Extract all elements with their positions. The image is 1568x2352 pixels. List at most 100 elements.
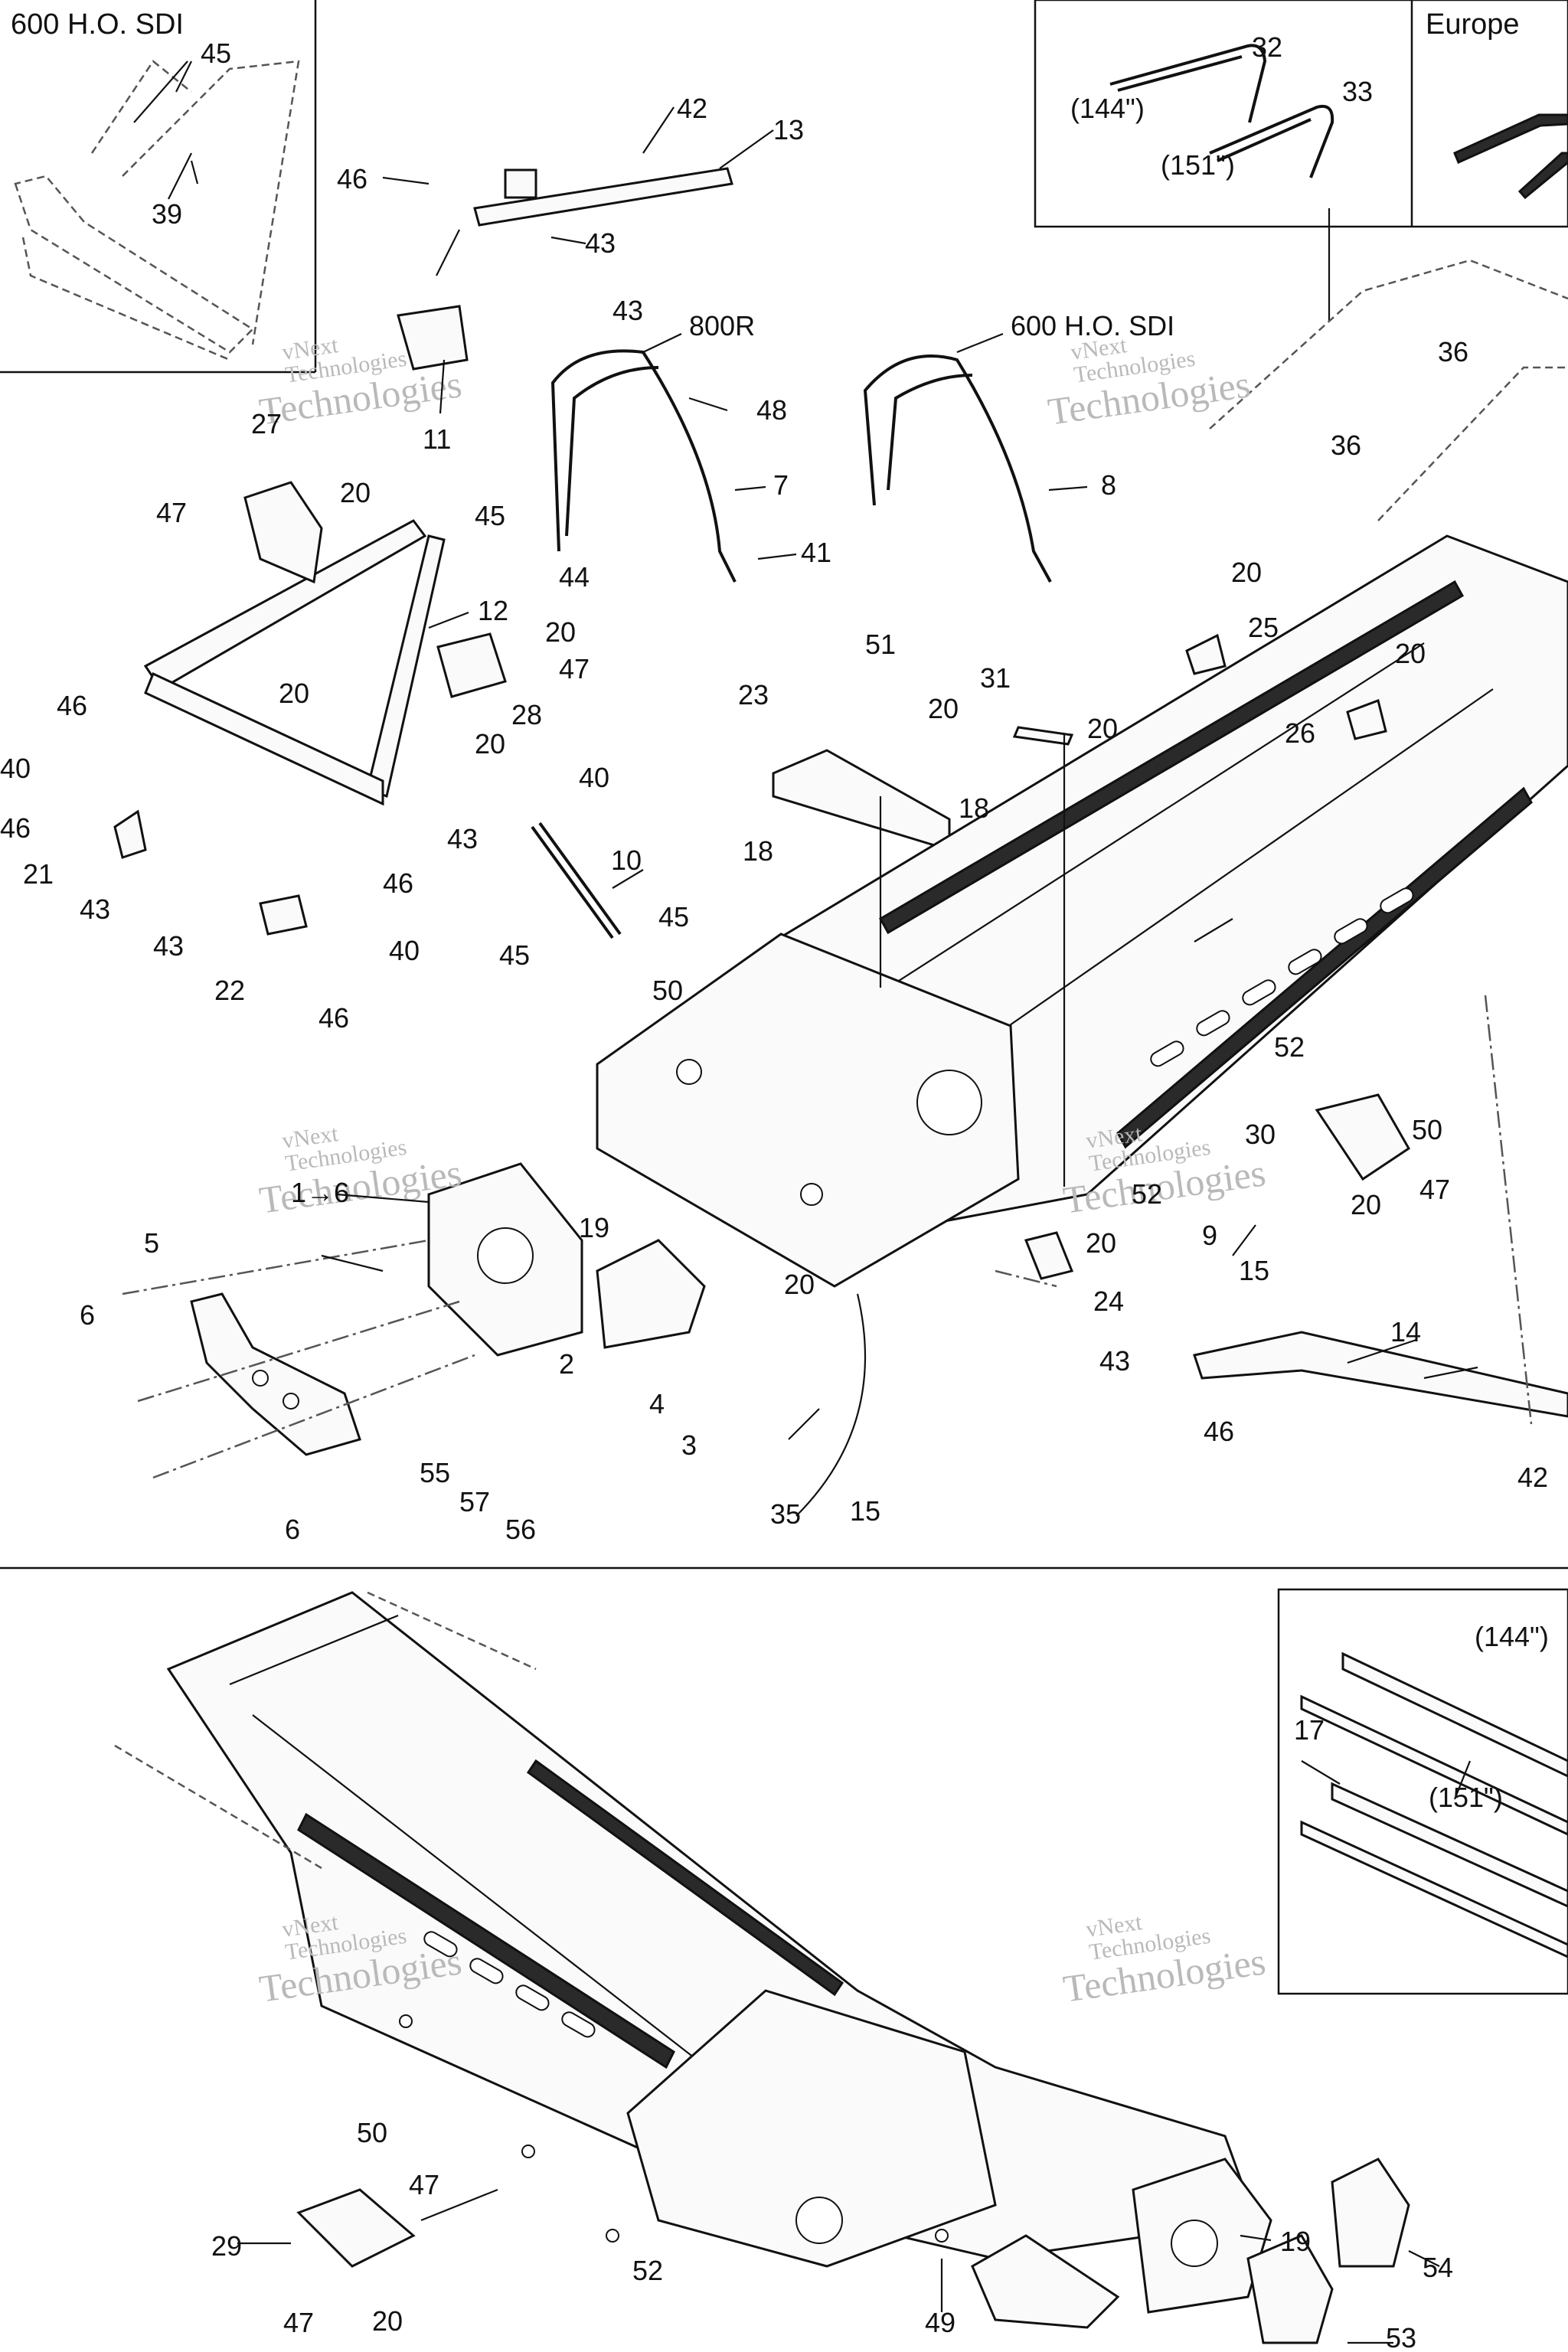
label-19: 19 (579, 1212, 609, 1243)
label-7: 7 (773, 469, 789, 501)
label-52c: 52 (632, 2255, 663, 2286)
label-43e: 43 (153, 930, 184, 962)
label-35: 35 (770, 1498, 801, 1530)
label-23: 23 (738, 679, 769, 710)
label-20d: 20 (475, 728, 505, 760)
label-20k: 20 (784, 1269, 815, 1300)
label-43c: 43 (80, 893, 110, 925)
label-600ho: 600 H.O. SDI (1011, 310, 1174, 341)
label-31: 31 (980, 662, 1011, 694)
label-52b: 52 (1132, 1178, 1162, 1210)
label-20l: 20 (372, 2305, 403, 2337)
label-50b: 50 (1412, 1114, 1442, 1145)
label-15: 15 (1239, 1255, 1269, 1286)
inset-top-left: 600 H.O. SDI (0, 0, 317, 374)
label-33: 33 (1342, 76, 1373, 107)
label-24: 24 (1093, 1285, 1124, 1317)
label-6: 6 (80, 1299, 95, 1331)
label-46d: 46 (383, 867, 413, 899)
label-13: 13 (773, 114, 804, 145)
label-36b: 36 (1331, 430, 1361, 461)
label-27: 27 (251, 408, 282, 439)
label-46c: 46 (0, 812, 31, 844)
lower-assembled-view (114, 1591, 1410, 2344)
label-12: 12 (478, 595, 508, 626)
label-9: 9 (1202, 1220, 1217, 1251)
label-26: 26 (1285, 717, 1315, 749)
label-47d: 47 (409, 2169, 439, 2200)
label-20g: 20 (928, 693, 959, 724)
label-40b: 40 (579, 762, 609, 793)
label-32: 32 (1252, 31, 1282, 63)
lower-slots (423, 1931, 596, 2038)
tunnel-slots (1150, 887, 1414, 1067)
label-56: 56 (505, 1514, 536, 1545)
label-18: 18 (959, 792, 989, 824)
label-41: 41 (801, 537, 831, 568)
inset-title-600ho: 600 H.O. SDI (11, 8, 184, 41)
part-labels: 45 39 42 13 46 43 43 800R 600 H.O. SDI 3… (0, 31, 1548, 2352)
label-46: 46 (337, 163, 368, 194)
label-48: 48 (756, 394, 787, 426)
label-14: 14 (1390, 1316, 1421, 1348)
label-30: 30 (1245, 1119, 1276, 1150)
label-4: 4 (649, 1388, 665, 1419)
label-46f: 46 (1204, 1416, 1234, 1447)
label-46b: 46 (57, 690, 87, 721)
label-11: 11 (423, 423, 451, 455)
label-43d: 43 (447, 823, 478, 854)
label-18b: 18 (743, 835, 773, 867)
label-50: 50 (652, 975, 683, 1006)
label-17: 17 (1294, 1714, 1325, 1746)
inset-top-right-rails: Europe (144") (151") (1034, 0, 1568, 322)
label-8: 8 (1101, 469, 1116, 501)
label-45b: 45 (475, 500, 505, 531)
label-20h: 20 (1087, 713, 1118, 744)
label-40: 40 (0, 753, 31, 784)
label-55: 55 (420, 1457, 450, 1488)
label-47c: 47 (1419, 1174, 1450, 1205)
label-rail-151: (151") (1161, 149, 1235, 181)
label-19b: 19 (1280, 2226, 1311, 2257)
label-46e: 46 (318, 1002, 349, 1034)
label-45: 45 (201, 38, 231, 69)
label-20b: 20 (545, 616, 576, 648)
label-runner-151: (151") (1429, 1782, 1503, 1813)
label-20f: 20 (1395, 638, 1426, 669)
label-50c: 50 (357, 2117, 387, 2148)
inset-title-europe: Europe (1426, 8, 1520, 41)
label-2: 2 (559, 1348, 574, 1380)
label-21: 21 (23, 858, 54, 890)
label-28: 28 (511, 699, 542, 730)
label-22: 22 (214, 975, 245, 1006)
label-20: 20 (340, 477, 371, 508)
label-44: 44 (559, 561, 590, 593)
label-43: 43 (585, 227, 616, 259)
label-43f: 43 (1099, 1345, 1130, 1377)
label-42: 42 (677, 93, 707, 124)
label-51: 51 (865, 629, 896, 660)
label-45d: 45 (499, 939, 530, 971)
label-42b: 42 (1517, 1462, 1548, 1493)
label-25: 25 (1248, 612, 1279, 643)
label-49: 49 (925, 2307, 956, 2338)
label-47e: 47 (283, 2307, 314, 2338)
label-3: 3 (681, 1429, 697, 1461)
leader-lines (168, 60, 1478, 2344)
label-47: 47 (156, 497, 187, 528)
label-45c: 45 (658, 901, 689, 933)
label-43b: 43 (612, 295, 643, 326)
label-40c: 40 (389, 935, 420, 966)
label-39: 39 (152, 198, 182, 230)
label-runner-144: (144") (1475, 1621, 1549, 1652)
label-5: 5 (144, 1227, 159, 1259)
label-800r: 800R (689, 310, 755, 341)
upper-exploded-view (113, 167, 1568, 1517)
label-20i: 20 (1351, 1189, 1381, 1220)
label-47b: 47 (559, 653, 590, 684)
label-52: 52 (1274, 1031, 1305, 1063)
label-15b: 15 (850, 1495, 880, 1527)
label-29: 29 (211, 2230, 242, 2262)
label-20j: 20 (1086, 1227, 1116, 1259)
